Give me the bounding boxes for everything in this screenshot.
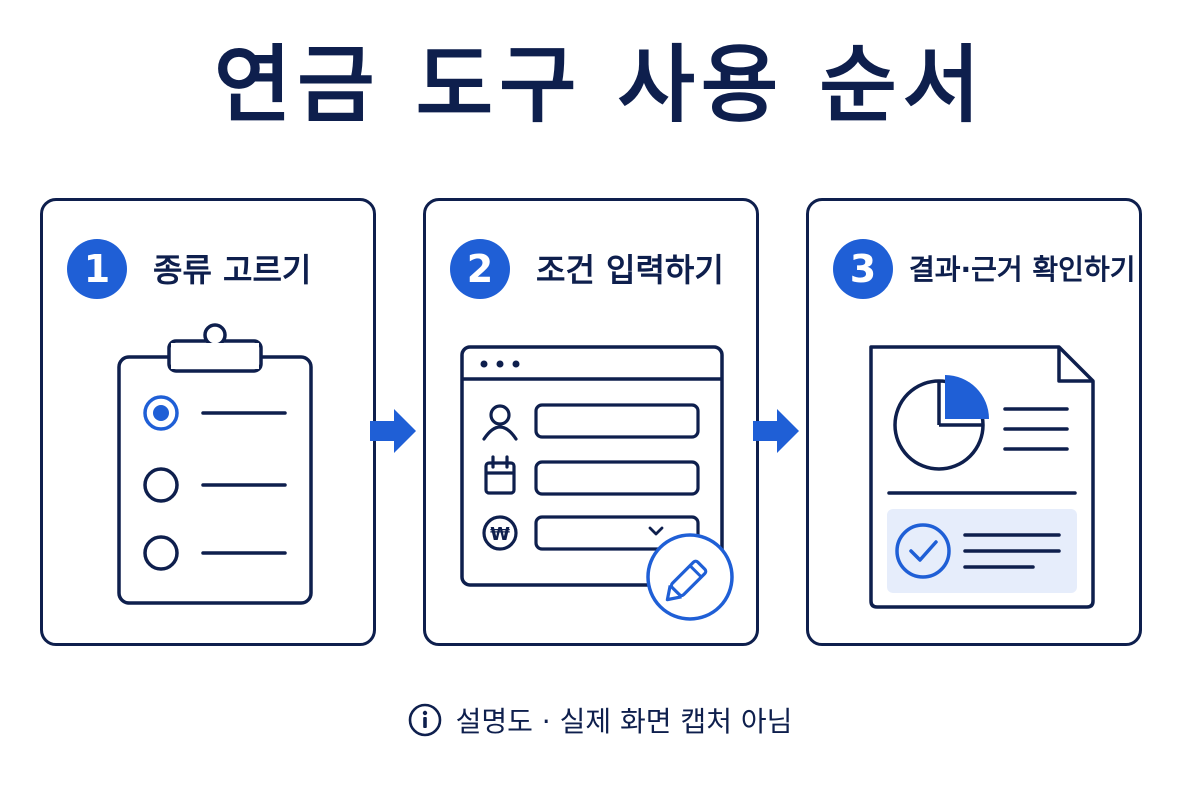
- step-label: 결과·근거 확인하기: [909, 253, 1136, 286]
- step-card-2: 2 조건 입력하기 ₩: [423, 198, 759, 646]
- form-window-icon: ₩: [460, 345, 734, 621]
- arrow-right-icon: [370, 409, 416, 453]
- won-coin-icon: ₩: [482, 515, 518, 551]
- report-document-icon: [869, 345, 1095, 609]
- step-label: 종류 고르기: [153, 251, 312, 289]
- footnote-text: 설명도 · 실제 화면 캡처 아님: [455, 705, 793, 738]
- footnote: 설명도 · 실제 화면 캡처 아님: [0, 700, 1200, 744]
- check-circle-icon: [895, 523, 951, 579]
- user-icon: [482, 404, 518, 441]
- pencil-icon: [646, 533, 734, 621]
- calendar-icon: [484, 455, 516, 495]
- arrow-right-icon: [753, 409, 799, 453]
- currency-symbol: ₩: [490, 524, 510, 545]
- step-card-1: 1 종류 고르기: [40, 198, 376, 646]
- radio-unselected: [143, 535, 179, 571]
- step-card-3: 3 결과·근거 확인하기: [806, 198, 1142, 646]
- radio-unselected: [143, 467, 179, 503]
- chevron-down-icon: [648, 526, 664, 536]
- page-title: 연금 도구 사용 순서: [214, 36, 986, 134]
- info-icon: [408, 703, 441, 737]
- step-label: 조건 입력하기: [536, 251, 724, 289]
- step-number-badge: 2: [450, 239, 510, 299]
- pie-chart-icon: [893, 375, 989, 471]
- clipboard-checklist-icon: [117, 323, 313, 605]
- step-number-badge: 1: [67, 239, 127, 299]
- step-number-badge: 3: [833, 239, 893, 299]
- radio-selected: [143, 395, 179, 431]
